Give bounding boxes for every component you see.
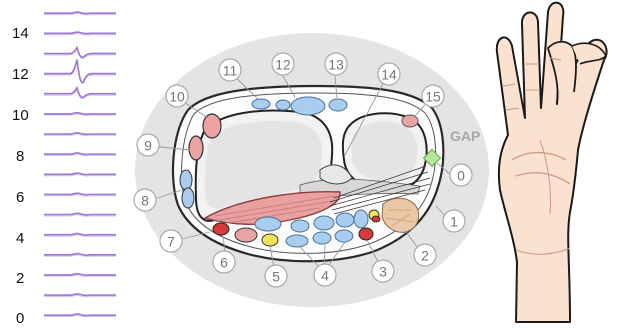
- flexor-tendon: [313, 232, 331, 244]
- y-tick-label: 6: [16, 189, 24, 206]
- callout-number: 12: [275, 57, 291, 73]
- dorsal-tendon: [252, 99, 270, 109]
- y-tick-label: 12: [12, 66, 29, 83]
- ulnar-muscle: [402, 115, 418, 127]
- emg-channel-trace: [44, 61, 116, 84]
- callout-number: 3: [379, 264, 387, 280]
- radial-muscle: [189, 136, 203, 160]
- y-tick-label: 8: [16, 148, 24, 165]
- callout-number: 10: [169, 89, 185, 105]
- callout-number: 11: [223, 63, 238, 79]
- dorsal-tendon: [276, 100, 290, 110]
- radial-tendon: [182, 188, 194, 208]
- flexor-tendon: [291, 220, 309, 232]
- y-tick-label: 0: [16, 310, 24, 327]
- callout-number: 14: [381, 67, 397, 83]
- flexor-tendon: [335, 230, 353, 242]
- gap-label: GAP: [450, 128, 480, 144]
- ulnar-vessel: [372, 216, 380, 222]
- radial-artery: [213, 223, 229, 235]
- flexor-muscle: [235, 228, 257, 242]
- y-tick-label: 2: [16, 270, 24, 287]
- callout-number: 9: [144, 138, 152, 154]
- callout-number: 2: [421, 248, 429, 264]
- y-tick-label: 4: [16, 230, 24, 247]
- callout-number: 1: [450, 214, 458, 230]
- callout-number: 6: [220, 255, 228, 271]
- flexor-tendon: [336, 213, 354, 227]
- callout-number: 4: [321, 268, 329, 284]
- hand-illustration: [497, 3, 607, 322]
- callout-number: 0: [457, 168, 465, 184]
- callout-number: 13: [328, 57, 344, 73]
- flexor-tendon: [286, 235, 308, 247]
- y-tick-label: 14: [12, 25, 29, 42]
- dorsal-tendon: [291, 97, 325, 115]
- callout-number: 7: [167, 234, 175, 250]
- flexor-tendon: [255, 217, 281, 231]
- callout-number: 5: [272, 269, 280, 285]
- callout-number: 8: [141, 193, 149, 209]
- flexor-tendon: [354, 210, 368, 228]
- y-axis-tick-labels: 14 12 10 8 6 4 2 0: [12, 25, 29, 327]
- emg-traces: [44, 12, 116, 317]
- median-nerve: [262, 234, 278, 246]
- radial-tendon: [180, 170, 192, 190]
- ulnar-artery: [359, 228, 373, 240]
- y-tick-label: 10: [12, 107, 29, 124]
- flexor-tendon: [314, 216, 334, 230]
- dorsal-tendon: [329, 99, 347, 111]
- callout-number: 15: [425, 89, 441, 105]
- radial-muscle: [203, 114, 221, 138]
- emg-trace-panel: 14 12 10 8 6 4 2 0: [12, 12, 116, 327]
